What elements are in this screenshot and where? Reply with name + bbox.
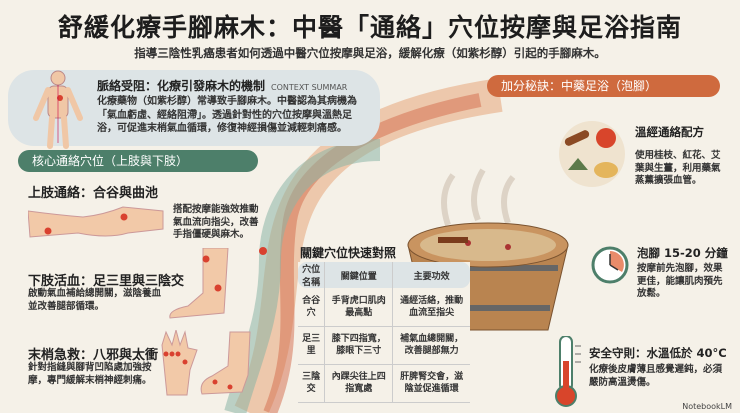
acupoints-section-label: 核心通絡穴位（上肢與下肢） bbox=[18, 150, 258, 172]
clock-icon bbox=[591, 246, 629, 284]
table-cell: 三陰交 bbox=[298, 364, 325, 403]
context-title-text: 脈絡受阻：化療引發麻木的機制 bbox=[97, 79, 266, 93]
herbs-icon bbox=[559, 121, 625, 187]
context-panel bbox=[8, 70, 380, 146]
extremity-title: 末梢急救：八邪與太衝 bbox=[28, 348, 159, 363]
thermometer-icon bbox=[555, 336, 581, 407]
lower-limb-text: 啟動氣血補給總開關，滋陰養血並改善腿部循環。 bbox=[28, 288, 162, 312]
acupoint-dot bbox=[259, 247, 267, 255]
table-cell: 通經活絡，推動血流至指尖 bbox=[392, 288, 470, 327]
table-header: 穴位名稱 bbox=[298, 262, 325, 288]
context-title: 脈絡受阻：化療引發麻木的機制 CONTEXT SUMMAR bbox=[97, 77, 347, 94]
table-row: 三陰交內踝尖往上四指寬處肝脾腎交會，滋陰並促進循環 bbox=[298, 364, 470, 403]
hand-foot-illustration bbox=[161, 330, 251, 396]
table-header: 關鍵位置 bbox=[324, 262, 393, 288]
body-meridian-figure-icon bbox=[33, 70, 83, 149]
table-header: 主要功效 bbox=[392, 262, 470, 288]
timing-text: 按摩前先泡腳，效果更佳，能讓肌肉預先放鬆。 bbox=[637, 263, 723, 299]
table-cell: 手背虎口肌肉最高點 bbox=[324, 288, 393, 327]
timing-title: 泡腳 15-20 分鐘 bbox=[637, 246, 728, 260]
safety-title: 安全守則：水溫低於 40°C bbox=[589, 346, 727, 360]
table-cell: 內踝尖往上四指寬處 bbox=[324, 364, 393, 403]
arm-illustration bbox=[28, 206, 164, 238]
table-row: 足三里膝下四指寬，膝眼下三寸補氣血總開關，改善腿部無力 bbox=[298, 326, 470, 365]
acupoint-table: 穴位名稱關鍵位置主要功效 合谷穴手背虎口肌肉最高點通經活絡，推動血流至指尖 足三… bbox=[298, 262, 470, 403]
table-row: 合谷穴手背虎口肌肉最高點通經活絡，推動血流至指尖 bbox=[298, 288, 470, 327]
recipe-title: 溫經通絡配方 bbox=[635, 125, 704, 139]
table-cell: 合谷穴 bbox=[298, 288, 325, 327]
notebooklm-logo: NotebookLM bbox=[682, 402, 732, 411]
page-subtitle: 指導三陰性乳癌患者如何透過中醫穴位按摩與足浴，緩解化療（如紫杉醇）引起的手腳麻木… bbox=[134, 46, 606, 60]
upper-limb-text: 搭配按摩能強效推動氣血流向指尖，改善手指僵硬與麻木。 bbox=[173, 204, 259, 240]
extremity-text: 針對指縫與腳背凹陷處加強按摩，專門緩解末梢神經刺痛。 bbox=[28, 362, 152, 386]
page-title: 舒緩化療手腳麻木：中醫「通絡」穴位按摩與足浴指南 bbox=[57, 13, 682, 42]
table-cell: 補氣血總開關，改善腿部無力 bbox=[392, 326, 470, 365]
table-cell: 足三里 bbox=[298, 326, 325, 365]
table-title: 關鍵穴位快速對照 bbox=[300, 246, 397, 260]
table-header-row: 穴位名稱關鍵位置主要功效 bbox=[298, 262, 470, 288]
table-cell: 膝下四指寬，膝眼下三寸 bbox=[324, 326, 393, 365]
safety-text: 化療後皮膚薄且感覺遲鈍，必須嚴防高溫燙傷。 bbox=[589, 364, 723, 388]
context-body: 化療藥物（如紫杉醇）常導致手腳麻木。中醫認為其病機為「氣血虧虛、經絡阻滯」。透過… bbox=[97, 96, 357, 134]
upper-limb-title: 上肢通絡：合谷與曲池 bbox=[28, 186, 159, 201]
footbath-section-label: 加分秘訣：中藥足浴（泡腳） bbox=[487, 75, 720, 97]
context-tag: CONTEXT SUMMAR bbox=[271, 83, 348, 92]
leg-illustration bbox=[169, 248, 229, 319]
lower-limb-title: 下肢活血：足三里與三陰交 bbox=[28, 274, 185, 289]
recipe-text: 使用桂枝、紅花、艾葉與生薑，利用藥氣蒸薰擴張血管。 bbox=[635, 150, 721, 186]
table-cell: 肝脾腎交會，滋陰並促進循環 bbox=[392, 364, 470, 403]
